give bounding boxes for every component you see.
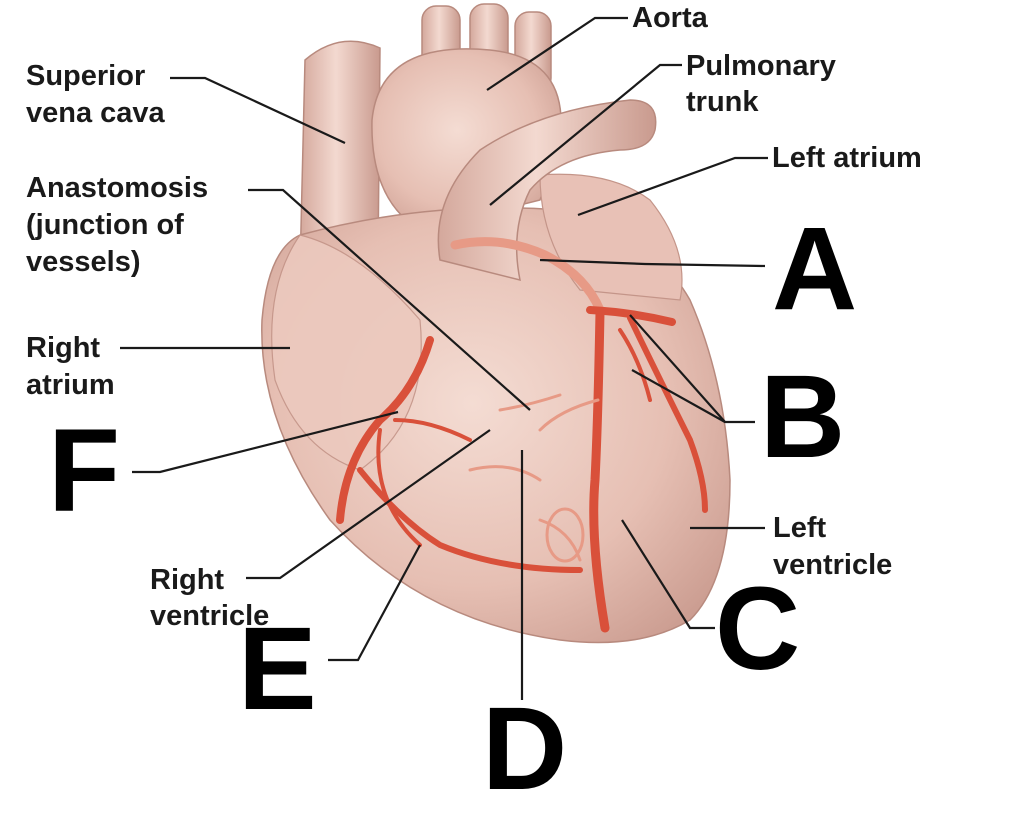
letter-b: B — [760, 351, 846, 483]
letter-e: E — [238, 603, 317, 735]
label-left-ventricle-line1: Left — [773, 512, 827, 544]
leader-lines — [120, 16, 768, 700]
label-anastomosis-line2: (junction of — [26, 209, 184, 241]
label-anastomosis-line1: Anastomosis — [26, 172, 209, 204]
letter-a: A — [772, 203, 858, 335]
label-left-atrium: Left atrium — [772, 142, 922, 174]
label-right-ventricle-line2: ventricle — [150, 600, 270, 632]
label-pulmonary-trunk-line2: trunk — [686, 86, 759, 118]
leader-f — [132, 410, 399, 474]
pulmonary-trunk-shape — [437, 99, 657, 282]
label-right-atrium-line1: Right — [26, 332, 101, 364]
leader-a — [539, 258, 766, 268]
label-right-atrium-line2: atrium — [26, 369, 115, 401]
leader-aorta — [486, 16, 628, 91]
letter-c: C — [715, 563, 801, 695]
leader-c — [621, 519, 715, 630]
label-superior-vena-cava-line2: vena cava — [26, 97, 165, 129]
label-left-ventricle-line2: ventricle — [773, 549, 893, 581]
leader-left-atrium — [577, 156, 768, 217]
label-right-ventricle-line1: Right — [150, 564, 225, 596]
leader-b2 — [631, 369, 726, 423]
label-pulmonary-trunk-line1: Pulmonary — [686, 50, 836, 82]
leader-e — [328, 544, 421, 662]
leader-anastomosis — [248, 188, 531, 411]
leader-superior-vena-cava — [170, 76, 346, 144]
letter-f: F — [48, 405, 121, 537]
label-superior-vena-cava-line1: Superior — [26, 60, 146, 92]
leader-pulmonary-trunk — [489, 63, 682, 206]
label-anastomosis-line3: vessels) — [26, 246, 141, 278]
label-aorta: Aorta — [632, 2, 708, 34]
letter-d: D — [482, 683, 568, 815]
leader-right-ventricle — [246, 429, 491, 580]
left-atrium-shape — [539, 173, 683, 301]
coronary-arteries — [336, 237, 708, 633]
